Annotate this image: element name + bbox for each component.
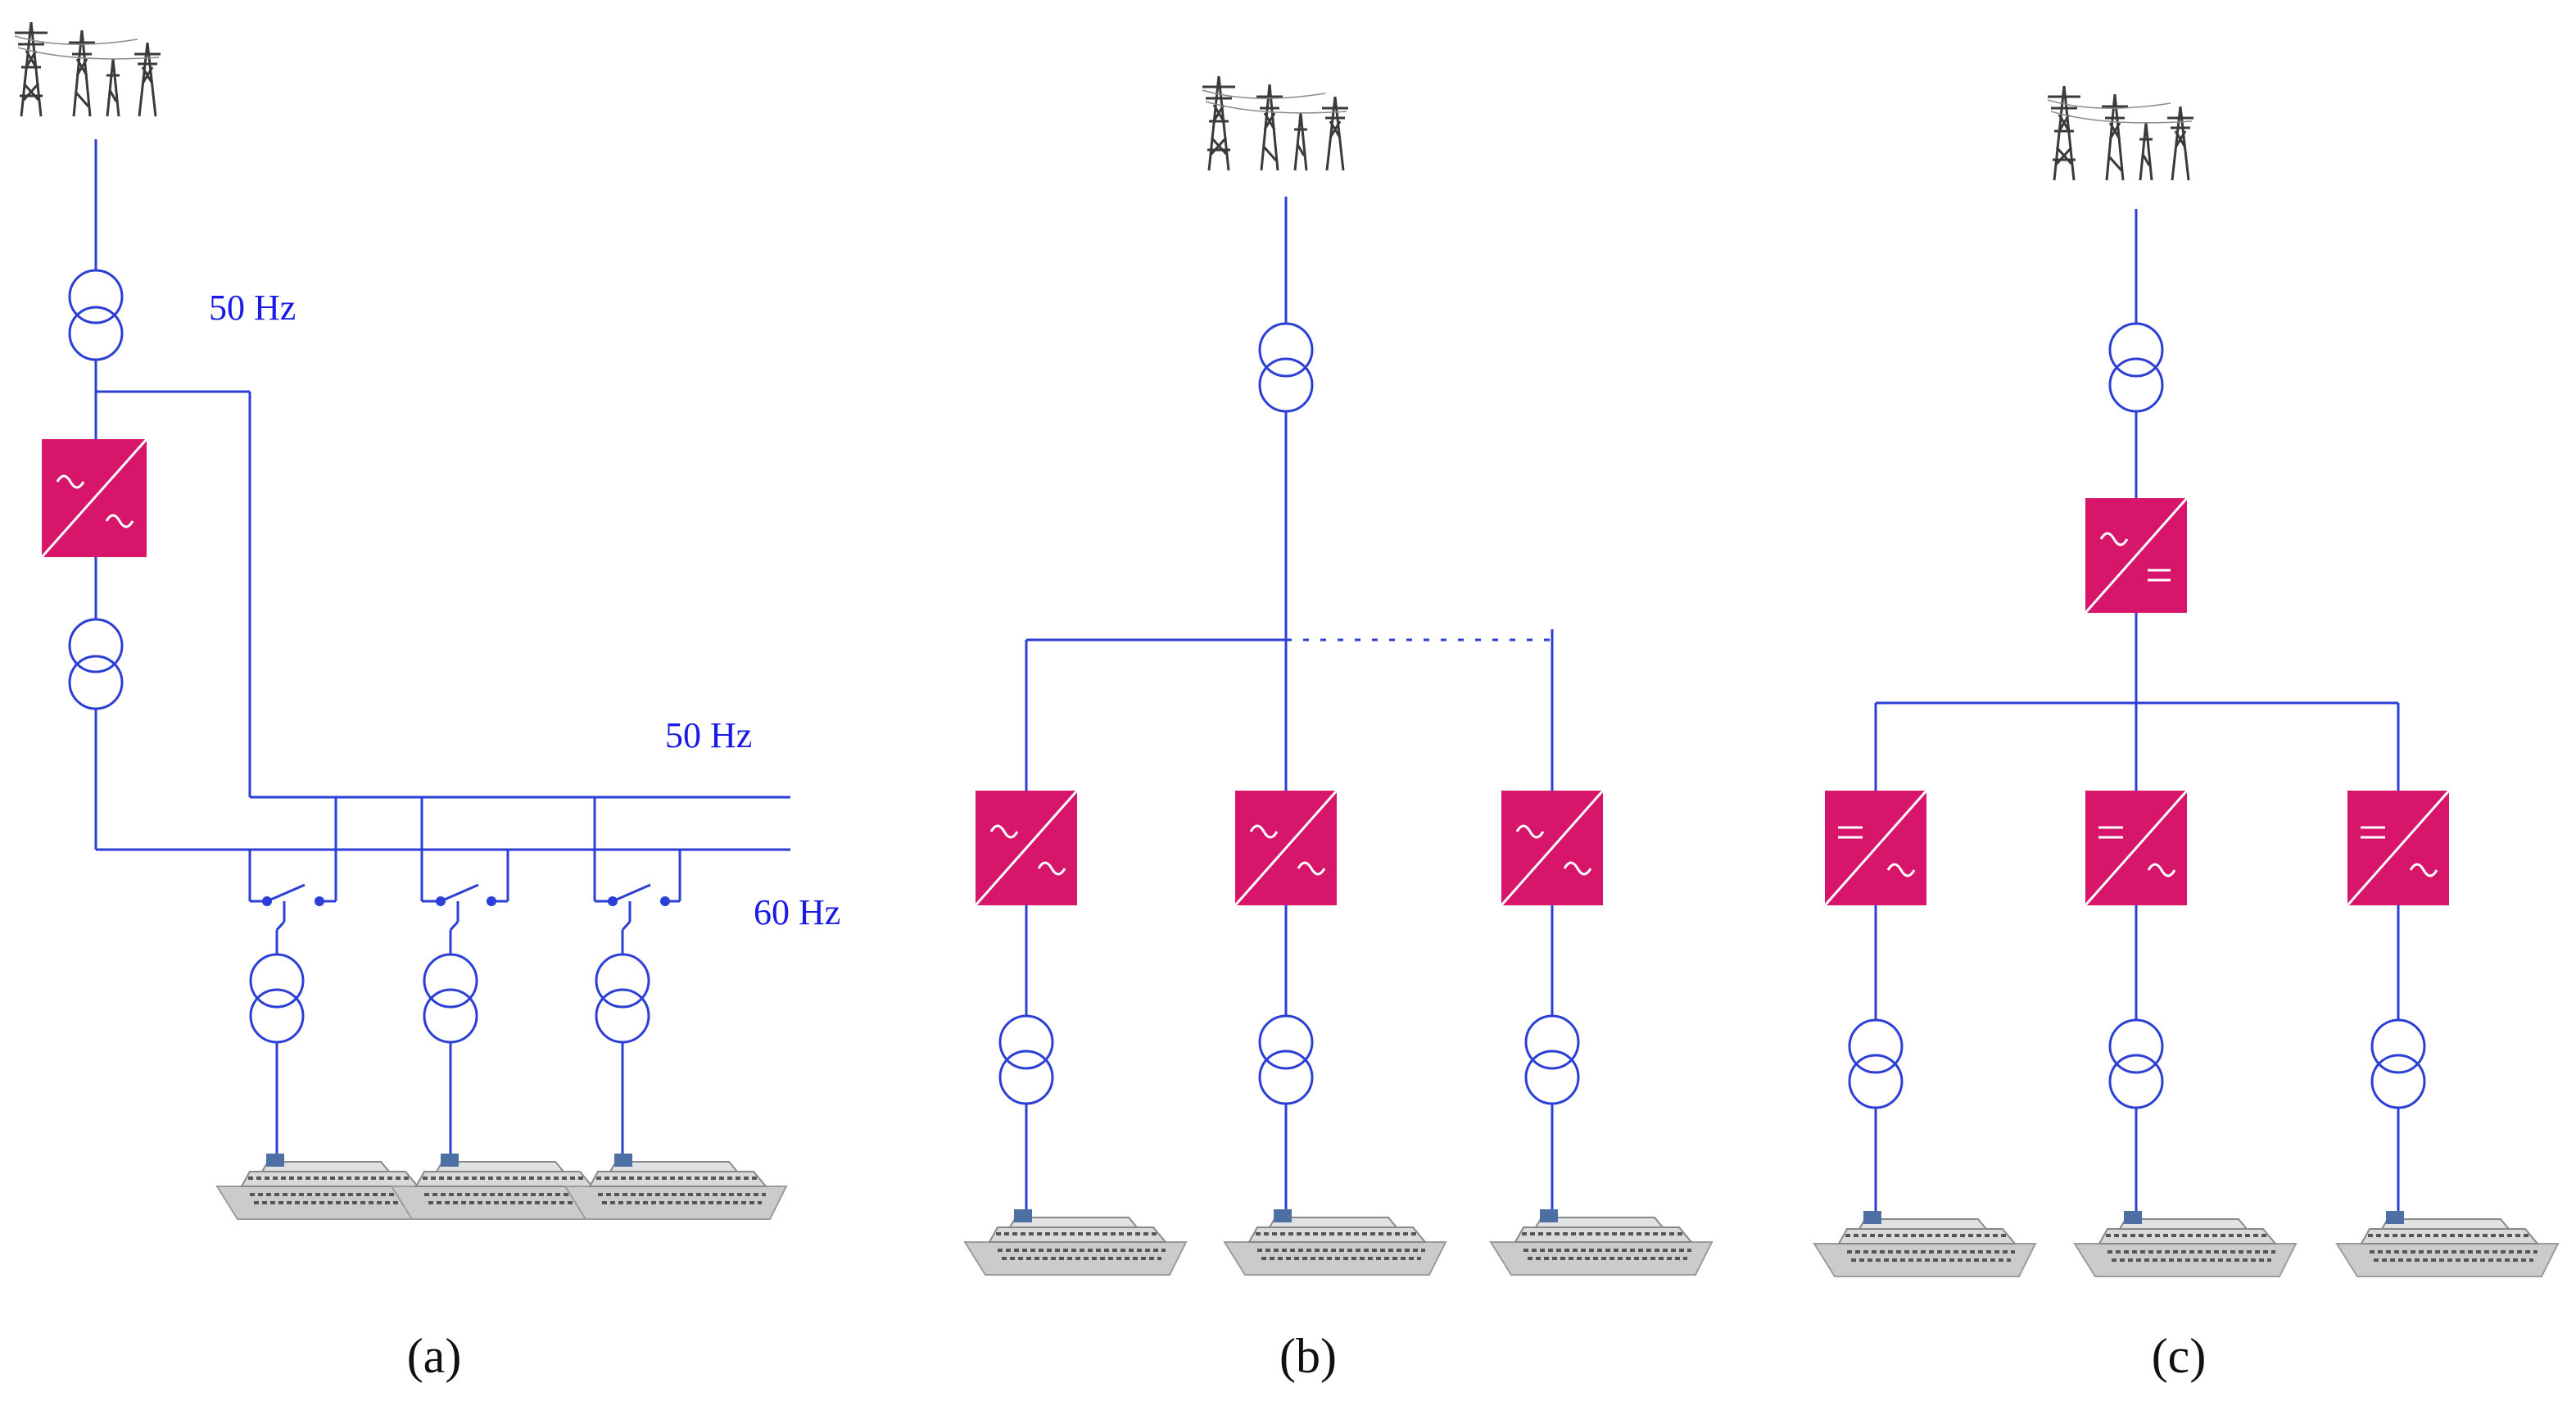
cruise-ship-icon — [564, 1152, 788, 1221]
caption-b: (b) — [1279, 1329, 1337, 1383]
transformer-icon — [2108, 1018, 2164, 1074]
transformer-icon — [1258, 1014, 1314, 1070]
ac-dc-converter-icon — [2084, 497, 2189, 614]
cruise-ship-icon — [963, 1208, 1188, 1276]
caption-a: (a) — [407, 1329, 462, 1383]
cruise-ship-icon — [2073, 1209, 2298, 1278]
ac-ac-converter-icon — [1234, 790, 1338, 906]
transformer-icon — [998, 1014, 1054, 1070]
panel-c: (c) — [1813, 84, 2560, 1383]
transformer-icon — [1258, 322, 1314, 378]
freq-label-50hz-top: 50 Hz — [209, 288, 296, 328]
ac-ac-converter-icon — [1500, 790, 1605, 906]
panel-b: (b) — [963, 75, 1714, 1383]
transformer-icon — [68, 618, 124, 673]
transmission-tower-icon — [1201, 75, 1350, 172]
cruise-ship-icon — [1223, 1208, 1447, 1276]
freq-label-50hz-bus: 50 Hz — [665, 715, 752, 755]
caption-c: (c) — [2152, 1329, 2207, 1383]
dc-ac-converter-icon — [2346, 790, 2451, 906]
freq-label-60hz-bus: 60 Hz — [754, 892, 840, 932]
cruise-ship-icon — [1813, 1209, 2037, 1278]
dc-ac-converter-icon — [1823, 790, 1928, 906]
transformer-icon — [249, 953, 305, 1009]
ac-ac-converter-icon — [974, 790, 1079, 906]
panel-a: 50 Hz 50 Hz 60 Hz (a) — [13, 20, 840, 1383]
transformer-icon — [1524, 1014, 1580, 1070]
transformer-icon — [2108, 322, 2164, 378]
transformer-icon — [1848, 1018, 1904, 1074]
cruise-ship-icon — [1489, 1208, 1714, 1276]
transmission-tower-icon — [2046, 84, 2195, 182]
transmission-tower-icon — [13, 20, 162, 118]
cruise-ship-icon — [2335, 1209, 2560, 1278]
transformer-icon — [423, 953, 478, 1009]
dc-ac-converter-icon — [2084, 790, 2189, 906]
transformer-icon — [68, 269, 124, 324]
transformer-icon — [595, 953, 650, 1009]
transformer-icon — [2370, 1018, 2426, 1074]
